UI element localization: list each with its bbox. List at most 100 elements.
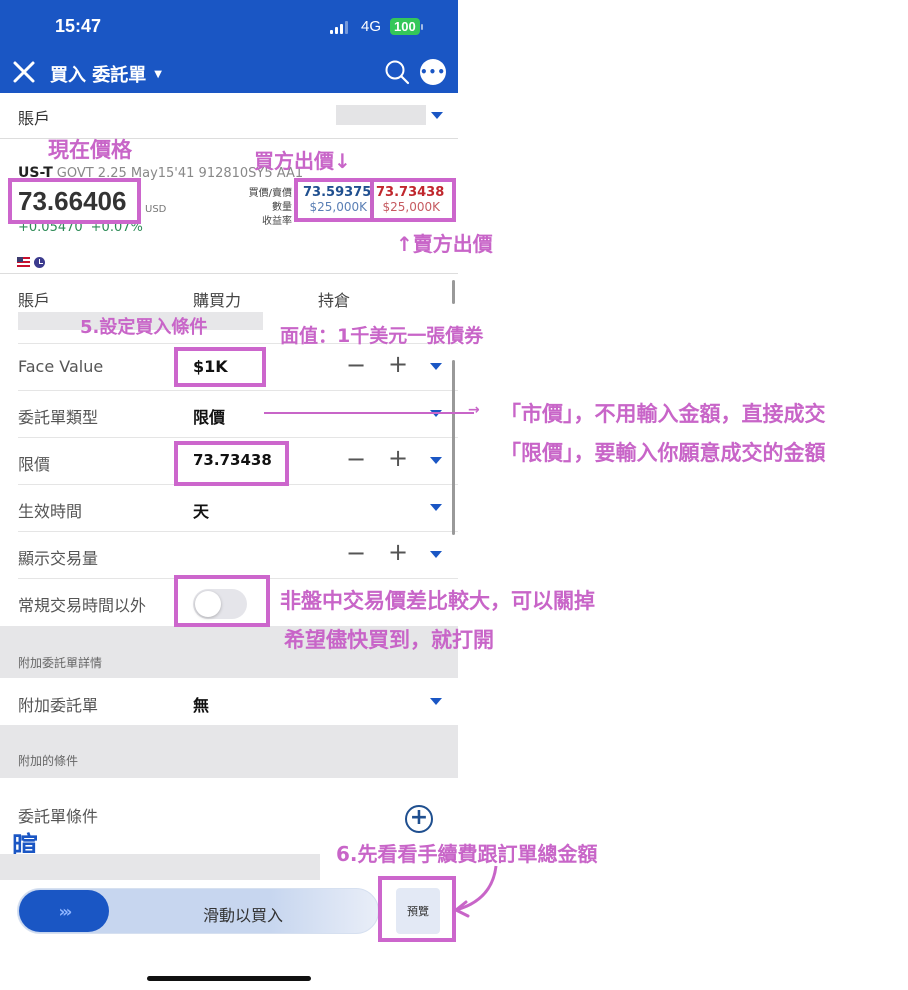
- market-flags: [17, 257, 45, 268]
- annotation-box-price: [8, 178, 141, 224]
- currency: USD: [145, 204, 167, 215]
- time-in-force-select[interactable]: 天: [193, 502, 210, 521]
- order-type-select[interactable]: 限價: [193, 408, 226, 427]
- annotation-curved-arrow: [454, 865, 498, 918]
- ask-quote[interactable]: 73.73438 $25,000K: [376, 185, 445, 214]
- decrement-button[interactable]: −: [346, 445, 367, 473]
- increment-button[interactable]: +: [388, 350, 409, 378]
- slider-handle[interactable]: ›››: [19, 890, 109, 932]
- status-time: 15:47: [55, 16, 102, 36]
- annotation-box-preview: [378, 876, 456, 942]
- last-price: 73.66406: [18, 186, 127, 216]
- annotation-ask: ↑賣方出價: [396, 232, 493, 256]
- order-type-title[interactable]: 買入 委託單 ▼: [50, 61, 162, 87]
- limit-price-row: 限價 73.73438 − +: [0, 437, 458, 484]
- annotation-arrow-head: →: [468, 402, 480, 418]
- face-value-label: Face Value: [18, 357, 104, 376]
- chevron-down-icon[interactable]: [430, 363, 442, 370]
- display-size-label: 顯示交易量: [18, 549, 99, 568]
- account-selector[interactable]: 賬戶: [0, 93, 458, 139]
- signal-icon: [330, 20, 348, 34]
- increment-button[interactable]: +: [388, 444, 409, 472]
- display-size-row: 顯示交易量 − +: [0, 531, 458, 578]
- order-conditions-label: 委託單條件: [18, 807, 99, 826]
- scrollbar[interactable]: [452, 360, 455, 535]
- order-conditions-row: 委託單條件: [0, 795, 458, 842]
- attached-order-section-header: 附加委託單詳情: [0, 626, 458, 678]
- limit-price-input[interactable]: 73.73438: [193, 451, 272, 469]
- section-title: 附加委託單詳情: [18, 656, 103, 670]
- more-icon[interactable]: •••: [420, 59, 446, 85]
- ask-price: 73.73438: [376, 185, 445, 200]
- annotation-divider: [370, 180, 374, 220]
- instrument-description: GOVT 2.25 May15'41 912810SY5 AA1: [56, 166, 304, 181]
- chevron-down-icon[interactable]: [430, 698, 442, 705]
- battery-tip: [421, 24, 423, 30]
- divider: [0, 273, 458, 274]
- chevron-down-icon: ▼: [154, 68, 162, 80]
- col-account: 賬戶: [18, 291, 51, 310]
- decrement-button[interactable]: −: [346, 351, 367, 379]
- slider-label: 滑動以買入: [202, 906, 283, 925]
- attached-order-label: 附加委託單: [18, 696, 99, 715]
- time-in-force-row[interactable]: 生效時間 天: [0, 484, 458, 531]
- home-indicator: [147, 976, 311, 981]
- annotation-box-bid-ask: [294, 178, 456, 222]
- chevron-down-icon: [431, 112, 443, 119]
- limit-price-label: 限價: [18, 455, 51, 474]
- close-icon[interactable]: [12, 60, 36, 84]
- annotation-current-price: 現在價格: [48, 138, 132, 162]
- size-label: 數量: [272, 202, 292, 213]
- annotation-step6: 6.先看看手續費跟訂單總金額: [336, 842, 598, 866]
- account-value-redacted: [336, 105, 426, 125]
- time-in-force-label: 生效時間: [18, 502, 83, 521]
- attached-order-row[interactable]: 附加委託單 無: [0, 678, 458, 725]
- annotation-face-value: 面值：1千美元一張債券: [280, 325, 484, 347]
- yield-label: 收益率: [262, 216, 292, 227]
- bid-ask-label: 買價/賣價: [248, 188, 292, 199]
- face-value-input[interactable]: $1K: [193, 357, 228, 376]
- conditions-section-header: 附加的條件: [0, 725, 458, 778]
- bid-price: 73.59375: [303, 185, 372, 200]
- annotation-outside-note-2: 希望儘快買到，就打開: [284, 628, 494, 652]
- bottom-divider: [0, 854, 320, 880]
- scrollbar[interactable]: [452, 280, 455, 304]
- search-icon[interactable]: [384, 59, 410, 85]
- annotation-limit-note: 「限價」，要輸入你願意成交的金額: [500, 441, 826, 465]
- order-type-label: 委託單類型: [18, 408, 99, 427]
- chevron-down-icon[interactable]: [430, 457, 442, 464]
- attached-order-select[interactable]: 無: [193, 696, 210, 715]
- annotation-box-toggle: [174, 575, 270, 627]
- increment-button[interactable]: +: [388, 538, 409, 566]
- us-flag-icon: [17, 257, 30, 267]
- app-header: 15:47 4G 100 買入 委託單 ▼ •••: [0, 0, 458, 93]
- annotation-outside-note-1: 非盤中交易價差比較大，可以關掉: [280, 589, 595, 613]
- annotation-bid: 買方出價↓: [254, 149, 351, 173]
- swipe-to-buy-slider[interactable]: ››› 滑動以買入: [17, 888, 379, 934]
- ask-size: $25,000K: [382, 200, 441, 214]
- battery-icon: 100: [390, 18, 420, 35]
- bid-size: $25,000K: [309, 200, 368, 214]
- decrement-button[interactable]: −: [346, 539, 367, 567]
- col-position: 持倉: [318, 291, 351, 310]
- annotation-market-note: 「市價」，不用輸入金額，直接成交: [500, 402, 826, 426]
- add-condition-button[interactable]: +: [405, 805, 433, 833]
- col-buying-power: 購買力: [193, 291, 242, 310]
- chevron-down-icon[interactable]: [430, 504, 442, 511]
- chevron-down-icon[interactable]: [430, 551, 442, 558]
- symbol: US-T: [18, 165, 53, 181]
- outside-rth-toggle[interactable]: [193, 589, 247, 619]
- annotation-step5: 5.設定買入條件: [80, 317, 208, 338]
- account-label: 賬戶: [18, 109, 51, 128]
- order-type-row[interactable]: 委託單類型 限價: [0, 390, 458, 437]
- bid-quote[interactable]: 73.59375 $25,000K: [303, 185, 372, 214]
- account-row-redacted: [18, 312, 263, 330]
- outside-rth-label: 常規交易時間以外: [18, 596, 147, 615]
- outside-rth-row: 常規交易時間以外: [0, 578, 458, 625]
- face-value-row: Face Value $1K − +: [0, 343, 458, 390]
- section-title: 附加的條件: [18, 754, 79, 768]
- annotation-box-limit-price: [174, 441, 289, 486]
- network-type: 4G: [361, 18, 382, 35]
- preview-button[interactable]: 預覽: [396, 888, 440, 934]
